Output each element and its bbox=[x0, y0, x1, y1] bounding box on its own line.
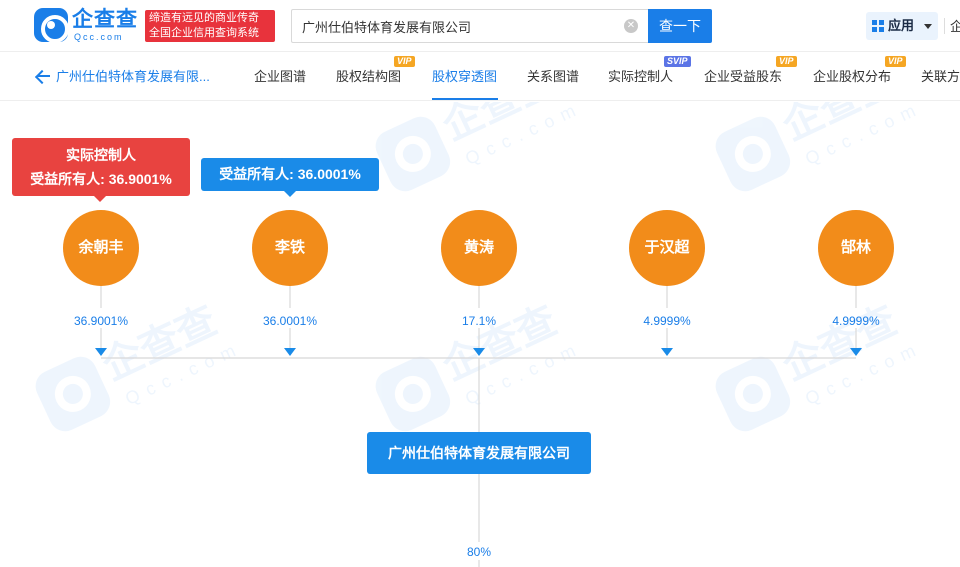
search-input[interactable] bbox=[291, 9, 649, 43]
tab-beneficial-shareholders[interactable]: 企业受益股东 VIP bbox=[704, 56, 797, 87]
shareholding-pct: 17.1% bbox=[461, 314, 497, 328]
back-label: 广州仕伯特体育发展有限... bbox=[56, 69, 210, 84]
beneficial-owner-pct-label: 受益所有人: 36.0001% bbox=[219, 166, 361, 182]
svip-badge: SVIP bbox=[664, 56, 691, 67]
arrow-down-icon bbox=[661, 348, 673, 356]
shareholder-node[interactable]: 余朝丰 bbox=[63, 210, 139, 286]
target-company-node[interactable]: 广州仕伯特体育发展有限公司 bbox=[367, 432, 591, 474]
slogan-banner: 缔造有远见的商业传奇 全国企业信用查询系统 bbox=[145, 10, 275, 42]
vip-badge: VIP bbox=[776, 56, 797, 67]
tab-label: 实际控制人 bbox=[608, 69, 674, 84]
arrow-down-icon bbox=[284, 348, 296, 356]
arrow-down-icon bbox=[850, 348, 862, 356]
connector-lines bbox=[95, 286, 862, 567]
shareholding-pct: 36.9001% bbox=[73, 314, 129, 328]
active-tab-indicator bbox=[432, 98, 498, 100]
clear-icon[interactable]: ✕ bbox=[624, 19, 638, 33]
apps-label: 应用 bbox=[888, 18, 915, 33]
tab-label: 股权穿透图 bbox=[432, 69, 498, 84]
arrow-down-icon bbox=[473, 348, 485, 356]
tab-related-parties[interactable]: 关联方 bbox=[921, 67, 960, 87]
qcc-logo[interactable]: 企查查 Qcc.com bbox=[34, 8, 142, 44]
graph-tabs: 广州仕伯特体育发展有限... 企业图谱 股权结构图 VIP 股权穿透图 关系图谱… bbox=[0, 53, 960, 101]
caret-down-icon bbox=[924, 24, 932, 29]
shareholding-pct: 36.0001% bbox=[262, 314, 318, 328]
shareholding-pct: 4.9999% bbox=[832, 314, 880, 328]
tab-equity-distribution[interactable]: 企业股权分布 VIP bbox=[813, 56, 906, 87]
logo-domain: Qcc.com bbox=[74, 32, 124, 42]
slogan-line-1: 缔造有远见的商业传奇 bbox=[149, 12, 259, 24]
qcc-logo-icon bbox=[34, 8, 69, 43]
downstream-shareholding-pct: 80% bbox=[466, 545, 492, 559]
apps-menu-button[interactable]: 应用 bbox=[866, 12, 938, 40]
shareholding-pct: 4.9999% bbox=[643, 314, 691, 328]
header-divider bbox=[944, 18, 945, 34]
top-header: 企查查 Qcc.com 缔造有远见的商业传奇 全国企业信用查询系统 ✕ 查一下 … bbox=[0, 0, 960, 52]
back-arrow-icon bbox=[36, 69, 50, 83]
header-more-link[interactable]: 企 bbox=[950, 19, 960, 34]
search-button[interactable]: 查一下 bbox=[648, 9, 712, 43]
tab-label: 股权结构图 bbox=[336, 69, 402, 84]
tab-relationship-graph[interactable]: 关系图谱 bbox=[527, 67, 579, 87]
tab-equity-structure[interactable]: 股权结构图 VIP bbox=[336, 56, 415, 87]
shareholder-node[interactable]: 郜林 bbox=[818, 210, 894, 286]
slogan-line-2: 全国企业信用查询系统 bbox=[149, 27, 259, 39]
tab-actual-controller[interactable]: 实际控制人 SVIP bbox=[608, 56, 691, 87]
tab-label: 关联方 bbox=[921, 69, 960, 84]
tab-label: 企业受益股东 bbox=[704, 69, 783, 84]
arrow-down-icon bbox=[95, 348, 107, 356]
actual-controller-label: 实际控制人 bbox=[66, 147, 136, 163]
tab-enterprise-graph[interactable]: 企业图谱 bbox=[254, 67, 306, 87]
tab-label: 企业股权分布 bbox=[813, 69, 892, 84]
logo-text: 企查查 bbox=[72, 8, 138, 31]
shareholder-node[interactable]: 李铁 bbox=[252, 210, 328, 286]
back-to-company-link[interactable]: 广州仕伯特体育发展有限... bbox=[36, 67, 210, 87]
tab-label: 企业图谱 bbox=[254, 69, 307, 84]
tab-label: 关系图谱 bbox=[527, 69, 580, 84]
actual-controller-tooltip: 实际控制人 受益所有人: 36.9001% bbox=[12, 138, 190, 202]
shareholder-node[interactable]: 于汉超 bbox=[629, 210, 705, 286]
beneficial-owner-tooltip: 受益所有人: 36.0001% bbox=[201, 158, 379, 197]
vip-badge: VIP bbox=[885, 56, 906, 67]
vip-badge: VIP bbox=[394, 56, 415, 67]
tab-equity-penetration[interactable]: 股权穿透图 bbox=[432, 67, 497, 87]
shareholder-node[interactable]: 黄涛 bbox=[441, 210, 517, 286]
beneficial-owner-pct-label: 受益所有人: 36.9001% bbox=[30, 171, 172, 187]
grid-icon bbox=[872, 20, 884, 32]
